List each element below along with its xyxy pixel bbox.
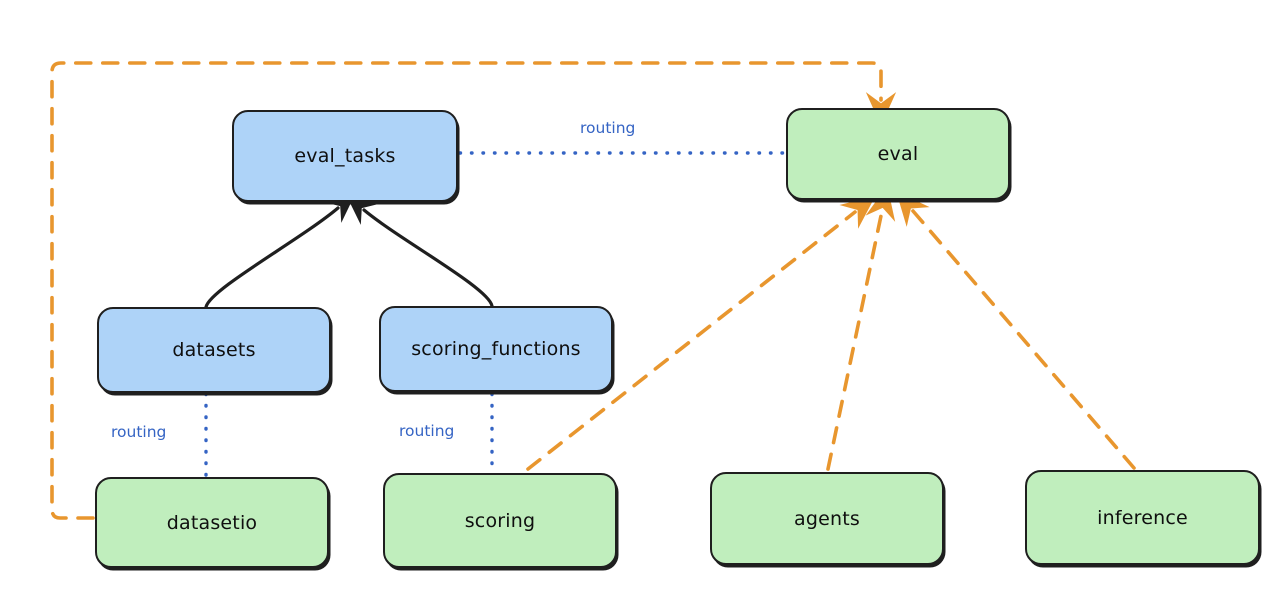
node-datasets[interactable]: datasets (97, 307, 331, 393)
node-eval-tasks-label: eval_tasks (294, 145, 396, 167)
node-scoring-functions[interactable]: scoring_functions (379, 306, 613, 392)
edge-label-routing-datasetio: routing (111, 423, 167, 441)
node-datasetio-label: datasetio (166, 511, 258, 534)
node-scoring-functions-label: scoring_functions (411, 338, 581, 360)
edge-inference-to-eval-dependency (896, 191, 1136, 470)
node-inference[interactable]: inference (1025, 470, 1260, 565)
node-eval-tasks[interactable]: eval_tasks (232, 110, 458, 202)
node-inference-label: inference (1097, 506, 1188, 529)
edge-datasets-to-eval-tasks (204, 193, 356, 309)
node-datasets-label: datasets (172, 339, 256, 361)
node-agents[interactable]: agents (710, 472, 944, 565)
node-scoring[interactable]: scoring (383, 473, 617, 568)
edge-agents-to-eval-dependency (826, 185, 896, 471)
node-agents-label: agents (794, 507, 860, 530)
node-eval-label: eval (877, 143, 919, 165)
edge-datasetio-to-eval-dependency (50, 61, 897, 520)
edge-label-routing-eval: routing (580, 119, 636, 137)
node-scoring-label: scoring (464, 509, 536, 532)
edge-scoring-functions-to-eval-tasks (346, 195, 494, 308)
node-eval[interactable]: eval (786, 108, 1010, 200)
node-datasetio[interactable]: datasetio (95, 477, 329, 568)
edge-label-routing-scoring: routing (399, 422, 455, 440)
